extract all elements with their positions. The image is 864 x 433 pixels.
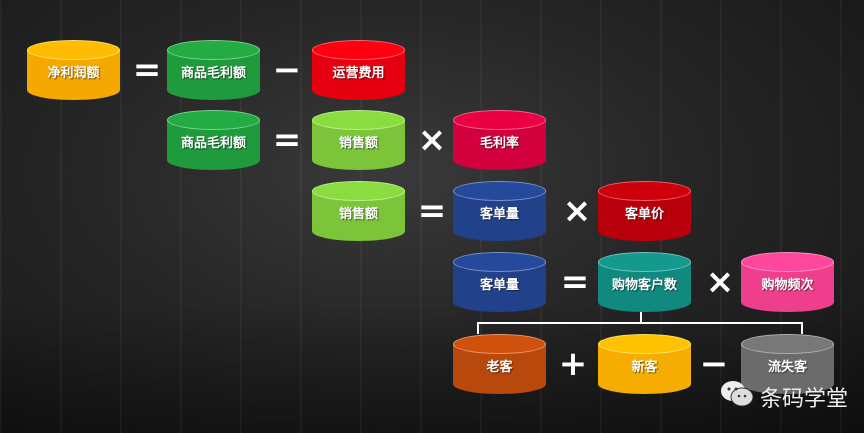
node-label: 购物客户数 [611,278,677,293]
multiply-icon: × [417,120,447,160]
cylinder-node: 流失客 [741,334,834,394]
node-label: 新客 [631,360,658,375]
cylinder-node: 商品毛利额 [167,40,260,100]
node-label: 运营费用 [332,66,385,81]
cylinder-top [27,40,120,60]
cylinder-node: 运营费用 [312,40,405,100]
node-label: 商品毛利额 [180,66,246,81]
cylinder-top [741,252,834,272]
cylinder-top [598,334,691,354]
cylinder-top [741,334,834,354]
equals-icon: = [132,50,162,90]
cylinder-top [453,334,546,354]
cylinder-node: 新客 [598,334,691,394]
cylinder-node: 购物频次 [741,252,834,312]
cylinder-node: 购物客户数 [598,252,691,312]
cylinder-node: 客单量 [453,181,546,241]
cylinder-node: 客单量 [453,252,546,312]
minus-icon: − [272,50,302,90]
cylinder-node: 销售额 [312,181,405,241]
node-label: 客单量 [479,207,519,222]
node-label: 销售额 [338,136,378,151]
cylinder-node: 净利润额 [27,40,120,100]
multiply-icon: × [705,262,735,302]
equals-icon: = [417,191,447,231]
cylinder-node: 老客 [453,334,546,394]
minus-icon: − [699,344,729,384]
multiply-icon: × [562,191,592,231]
cylinder-top [312,181,405,201]
watermark-text: 条码学堂 [760,387,849,412]
node-label: 购物频次 [761,278,814,293]
node-label: 毛利率 [479,136,519,151]
cylinder-top [453,252,546,272]
equals-icon: = [272,120,302,160]
cylinder-top [312,40,405,60]
wechat-icon [720,380,754,414]
node-label: 老客 [486,360,513,375]
cylinder-node: 商品毛利额 [167,110,260,170]
watermark: 条码学堂 [720,380,848,414]
node-label: 商品毛利额 [180,136,246,151]
equals-icon: = [560,262,590,302]
node-label: 销售额 [338,207,378,222]
node-label: 净利润额 [47,66,100,81]
cylinder-node: 销售额 [312,110,405,170]
cylinder-top [167,40,260,60]
plus-icon: + [558,344,588,384]
cylinder-top [312,110,405,130]
cylinder-top [598,181,691,201]
cylinder-top [453,181,546,201]
cylinder-top [167,110,260,130]
cylinder-top [598,252,691,272]
node-label: 客单量 [479,278,519,293]
cylinder-node: 客单价 [598,181,691,241]
node-label: 客单价 [624,207,664,222]
node-label: 流失客 [767,360,807,375]
cylinder-node: 毛利率 [453,110,546,170]
cylinder-top [453,110,546,130]
